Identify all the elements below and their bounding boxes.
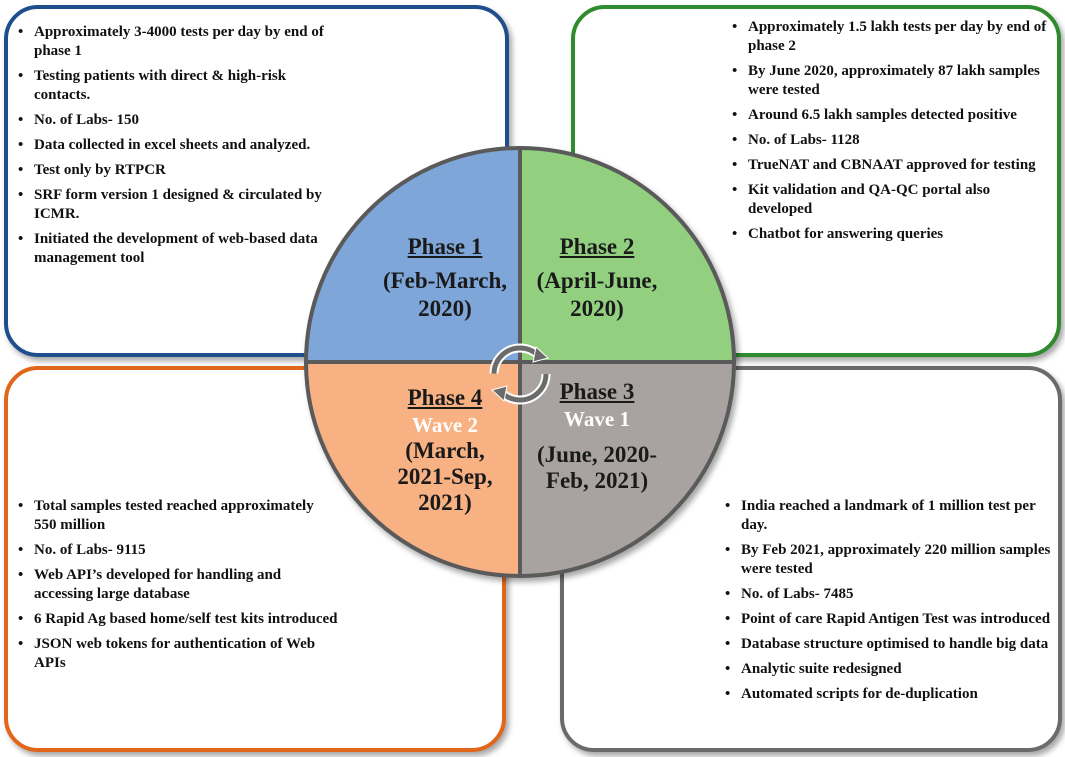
list-item: No. of Labs- 9115	[18, 541, 338, 560]
list-item: Initiated the development of web-based d…	[18, 230, 336, 268]
list-item: Database structure optimised to handle b…	[725, 635, 1057, 654]
list-item: No. of Labs- 1128	[732, 131, 1052, 150]
phase1-period: (Feb-March, 2020)	[382, 268, 508, 321]
list-item: SRF form version 1 designed & circulated…	[18, 186, 336, 224]
phase1-list: Approximately 3-4000 tests per day by en…	[18, 23, 336, 274]
phase4-quadrant	[303, 360, 522, 579]
list-item: Point of care Rapid Antigen Test was int…	[725, 610, 1057, 629]
phase2-title: Phase 2	[559, 234, 635, 259]
list-item: Approximately 1.5 lakh tests per day by …	[732, 18, 1052, 56]
list-item: Chatbot for answering queries	[732, 225, 1052, 244]
list-item: No. of Labs- 150	[18, 111, 336, 130]
list-item: TrueNAT and CBNAAT approved for testing	[732, 156, 1052, 175]
list-item: Analytic suite redesigned	[725, 660, 1057, 679]
list-item: Kit validation and QA-QC portal also dev…	[732, 181, 1052, 219]
list-item: Around 6.5 lakh samples detected positiv…	[732, 106, 1052, 125]
list-item: Automated scripts for de-duplication	[725, 685, 1057, 704]
list-item: Testing patients with direct & high-risk…	[18, 67, 336, 105]
phase4-title: Phase 4	[407, 385, 483, 410]
phase3-wave: Wave 1	[564, 407, 630, 431]
list-item: Total samples tested reached approximate…	[18, 497, 338, 535]
list-item: Data collected in excel sheets and analy…	[18, 136, 336, 155]
phase3-quadrant	[518, 360, 737, 579]
phase4-list: Total samples tested reached approximate…	[18, 497, 338, 679]
phase2-period: (April-June, 2020)	[536, 268, 658, 321]
list-item: Test only by RTPCR	[18, 161, 336, 180]
phase1-title: Phase 1	[407, 234, 483, 259]
phase3-list: India reached a landmark of 1 million te…	[725, 497, 1057, 710]
phase1-quadrant	[303, 145, 522, 364]
phase1-label-group: Phase 1 (Feb-March, 2020)	[380, 233, 510, 323]
phase2-label-group: Phase 2 (April-June, 2020)	[532, 233, 662, 323]
list-item: Approximately 3-4000 tests per day by en…	[18, 23, 336, 61]
phase2-list: Approximately 1.5 lakh tests per day by …	[732, 18, 1052, 250]
phase4-label-group: Phase 4 Wave 2 (March, 2021-Sep, 2021)	[380, 384, 510, 516]
phase3-label-group: Phase 3 Wave 1 (June, 2020-Feb, 2021)	[532, 378, 662, 494]
list-item: Web API’s developed for handling and acc…	[18, 566, 338, 604]
cycle-arrows-icon	[489, 343, 551, 405]
phase4-wave: Wave 2	[412, 413, 478, 437]
phase2-quadrant	[518, 145, 737, 364]
phase3-title: Phase 3	[559, 379, 635, 404]
list-item: JSON web tokens for authentication of We…	[18, 635, 338, 673]
list-item: No. of Labs- 7485	[725, 585, 1057, 604]
phase3-period: (June, 2020-Feb, 2021)	[536, 442, 658, 493]
list-item: By June 2020, approximately 87 lakh samp…	[732, 62, 1052, 100]
phase4-period: (March, 2021-Sep, 2021)	[397, 438, 493, 515]
list-item: 6 Rapid Ag based home/self test kits int…	[18, 610, 338, 629]
list-item: India reached a landmark of 1 million te…	[725, 497, 1057, 535]
list-item: By Feb 2021, approximately 220 million s…	[725, 541, 1057, 579]
